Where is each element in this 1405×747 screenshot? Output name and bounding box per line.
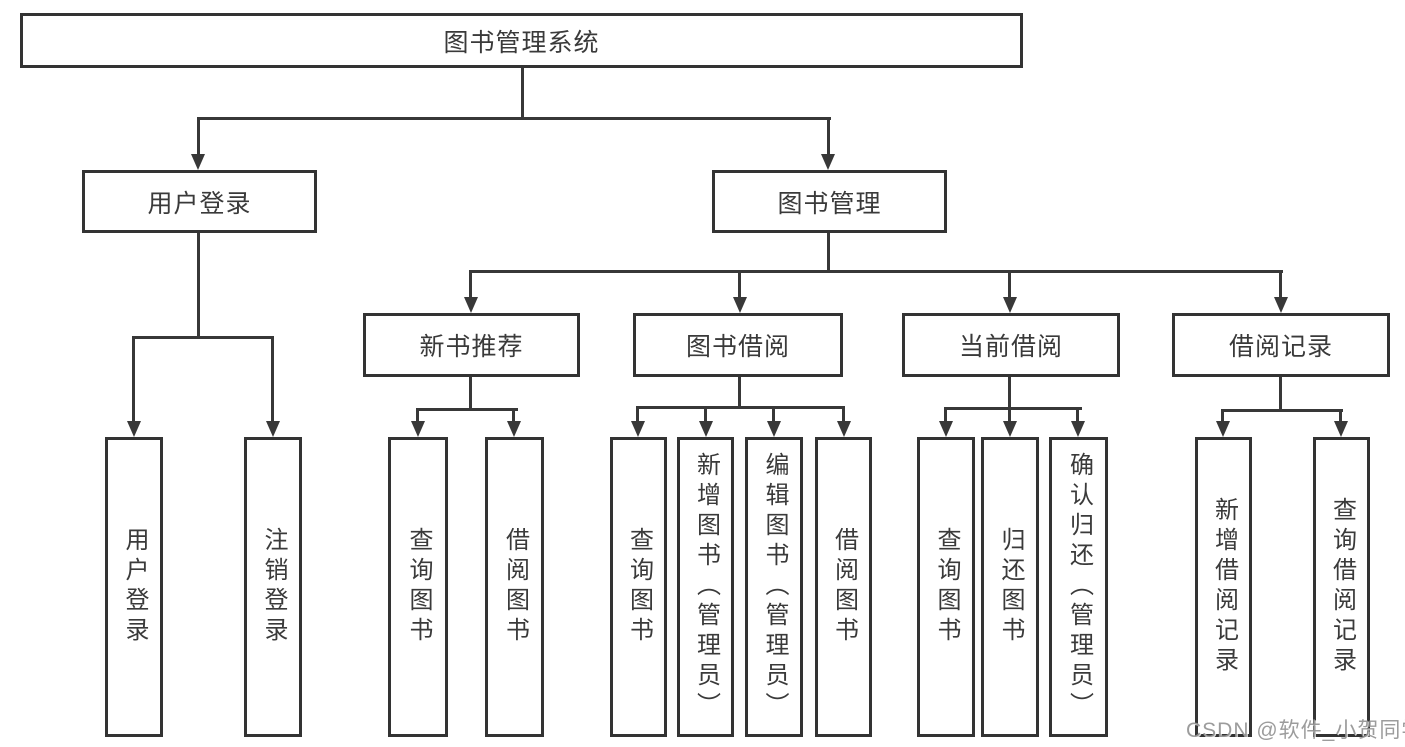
connector-line [197, 233, 200, 336]
connector-line [944, 407, 1082, 410]
leaf-query-books-current: 查询图书 [917, 437, 975, 737]
connector-line [1221, 409, 1224, 423]
connector-line [1008, 270, 1011, 299]
leaf-logout: 注销登录 [244, 437, 302, 737]
leaf-edit-book-admin: 编辑图书（管理员） [745, 437, 803, 737]
leaf-add-book-admin: 新增图书（管理员） [677, 437, 734, 737]
connector-line [132, 336, 274, 339]
arrowhead-icon [821, 154, 835, 170]
connector-line [1221, 409, 1343, 412]
arrowhead-icon [1003, 421, 1017, 437]
connector-line [469, 270, 472, 299]
leaf-borrow-books-recommend: 借阅图书 [485, 437, 544, 737]
connector-line [944, 407, 947, 423]
connector-line [416, 408, 419, 423]
arrowhead-icon [733, 297, 747, 313]
arrowhead-icon [1216, 421, 1230, 437]
connector-line [1008, 377, 1011, 407]
node-book-management: 图书管理 [712, 170, 947, 233]
connector-line [1279, 270, 1282, 299]
connector-line [469, 377, 472, 408]
arrowhead-icon [939, 421, 953, 437]
leaf-query-books-recommend: 查询图书 [388, 437, 448, 737]
connector-line [704, 406, 707, 423]
arrowhead-icon [464, 297, 478, 313]
node-root-library-system: 图书管理系统 [20, 13, 1023, 68]
connector-line [469, 270, 1283, 273]
arrowhead-icon [1334, 421, 1348, 437]
connector-line [738, 377, 741, 406]
connector-line [1339, 409, 1342, 423]
connector-line [827, 233, 830, 270]
connector-line [271, 336, 274, 423]
connector-line [197, 117, 200, 156]
node-borrow-records: 借阅记录 [1172, 313, 1390, 377]
connector-line [738, 270, 741, 299]
arrowhead-icon [767, 421, 781, 437]
arrowhead-icon [1003, 297, 1017, 313]
arrowhead-icon [127, 421, 141, 437]
arrowhead-icon [266, 421, 280, 437]
connector-line [197, 117, 831, 120]
connector-line [416, 408, 518, 411]
connector-line [1076, 407, 1079, 423]
connector-line [1279, 377, 1282, 409]
arrowhead-icon [631, 421, 645, 437]
connector-line [636, 406, 639, 423]
connector-line [512, 408, 515, 423]
connector-line [132, 336, 135, 423]
connector-line [842, 406, 845, 423]
connector-line [827, 117, 830, 156]
arrowhead-icon [191, 154, 205, 170]
leaf-borrow-books-borrowing: 借阅图书 [815, 437, 872, 737]
connector-line [636, 406, 845, 409]
leaf-return-book: 归还图书 [981, 437, 1039, 737]
node-user-login: 用户登录 [82, 170, 317, 233]
node-current-borrowing: 当前借阅 [902, 313, 1120, 377]
arrowhead-icon [1274, 297, 1288, 313]
arrowhead-icon [507, 421, 521, 437]
connector-line [1008, 407, 1011, 423]
leaf-add-borrow-record: 新增借阅记录 [1195, 437, 1252, 737]
node-new-book-recommend: 新书推荐 [363, 313, 580, 377]
leaf-query-borrow-record: 查询借阅记录 [1313, 437, 1370, 737]
arrowhead-icon [699, 421, 713, 437]
leaf-query-books-borrowing: 查询图书 [610, 437, 667, 737]
node-book-borrowing: 图书借阅 [633, 313, 843, 377]
arrowhead-icon [1071, 421, 1085, 437]
arrowhead-icon [837, 421, 851, 437]
connector-line [772, 406, 775, 423]
connector-line [521, 68, 524, 119]
csdn-watermark: CSDN @软件_小贺同学 [1186, 719, 1405, 742]
arrowhead-icon [411, 421, 425, 437]
leaf-confirm-return-admin: 确认归还（管理员） [1049, 437, 1108, 737]
leaf-user-login: 用户登录 [105, 437, 163, 737]
